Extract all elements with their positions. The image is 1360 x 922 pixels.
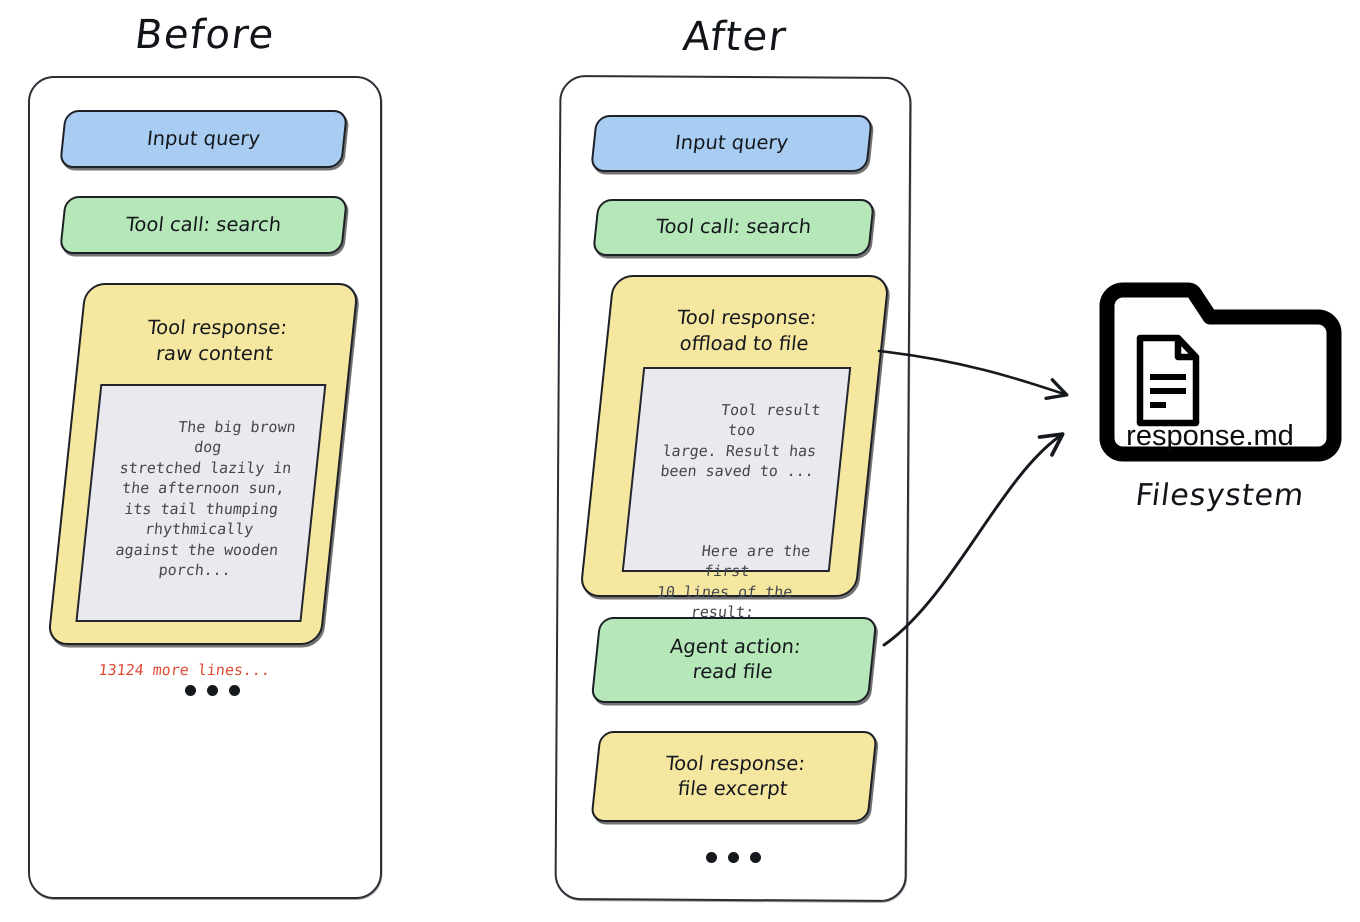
after-agent-action-bubble: Agent action: read file bbox=[590, 617, 878, 703]
after-offload-notice-text: Tool result too large. Result has been s… bbox=[659, 400, 831, 481]
before-tool-response-header-line1: Tool response: bbox=[146, 316, 289, 339]
code-spacer bbox=[91, 601, 291, 619]
before-input-query-label: Input query bbox=[145, 126, 262, 150]
before-tool-call-label: Tool call: search bbox=[124, 212, 283, 236]
panel-title-after: After bbox=[680, 14, 790, 60]
after-tool-response-header: Tool response: offload to file bbox=[606, 305, 885, 358]
folder-icon bbox=[1099, 282, 1342, 462]
after-tool-response-excerpt-bubble: Tool response: file excerpt bbox=[590, 731, 878, 822]
before-more-lines-warning: 13124 more lines... bbox=[97, 661, 272, 679]
after-input-query-label: Input query bbox=[673, 131, 790, 155]
before-tool-response-header-line2: raw content bbox=[154, 342, 275, 366]
after-offload-code-block: Tool result too large. Result has been s… bbox=[621, 367, 852, 662]
ellipsis-dot bbox=[185, 685, 196, 696]
after-tool-call-label: Tool call: search bbox=[654, 215, 813, 239]
before-continuation-ellipsis bbox=[185, 685, 240, 696]
ellipsis-dot bbox=[728, 852, 739, 863]
before-input-query-bubble: Input query bbox=[58, 110, 349, 168]
after-agent-action-label: Agent action: read file bbox=[666, 635, 802, 685]
after-tool-response2-line1: Tool response: bbox=[664, 751, 807, 775]
ellipsis-dot bbox=[207, 685, 218, 696]
before-tool-call-bubble: Tool call: search bbox=[58, 196, 349, 254]
filesystem-label: Filesystem bbox=[1133, 478, 1307, 513]
panel-title-before: Before bbox=[132, 12, 278, 58]
after-tool-call-bubble: Tool call: search bbox=[592, 199, 875, 256]
after-input-query-bubble: Input query bbox=[590, 115, 873, 172]
ellipsis-dot bbox=[229, 685, 240, 696]
after-tool-response2-line2: file excerpt bbox=[676, 776, 789, 800]
before-raw-content-text: The big brown dog stretched lazily in th… bbox=[114, 417, 306, 580]
after-tool-response-offload-bubble: Tool response: offload to file Tool resu… bbox=[579, 275, 890, 662]
document-icon bbox=[1136, 334, 1200, 427]
before-raw-content-code-block: The big brown dog stretched lazily in th… bbox=[75, 384, 327, 679]
after-tool-response-excerpt-label: Tool response: file excerpt bbox=[662, 751, 807, 802]
after-tool-response-header-line2: offload to file bbox=[678, 332, 810, 356]
code-spacer bbox=[642, 502, 824, 520]
after-agent-action-line2: read file bbox=[691, 660, 774, 683]
after-tool-response-header-line1: Tool response: bbox=[676, 306, 818, 329]
file-name-label: response.md bbox=[1126, 420, 1294, 452]
before-tool-response-bubble: Tool response: raw content The big brown… bbox=[46, 283, 360, 679]
after-continuation-ellipsis bbox=[706, 852, 761, 863]
arrow-read-file-from-filesystem bbox=[882, 432, 1065, 647]
ellipsis-dot bbox=[706, 852, 717, 863]
after-agent-action-line1: Agent action: bbox=[668, 635, 802, 659]
before-tool-response-header: Tool response: raw content bbox=[78, 315, 354, 368]
after-offload-preview-intro: Here are the first 10 lines of the resul… bbox=[655, 541, 821, 622]
ellipsis-dot bbox=[750, 852, 761, 863]
